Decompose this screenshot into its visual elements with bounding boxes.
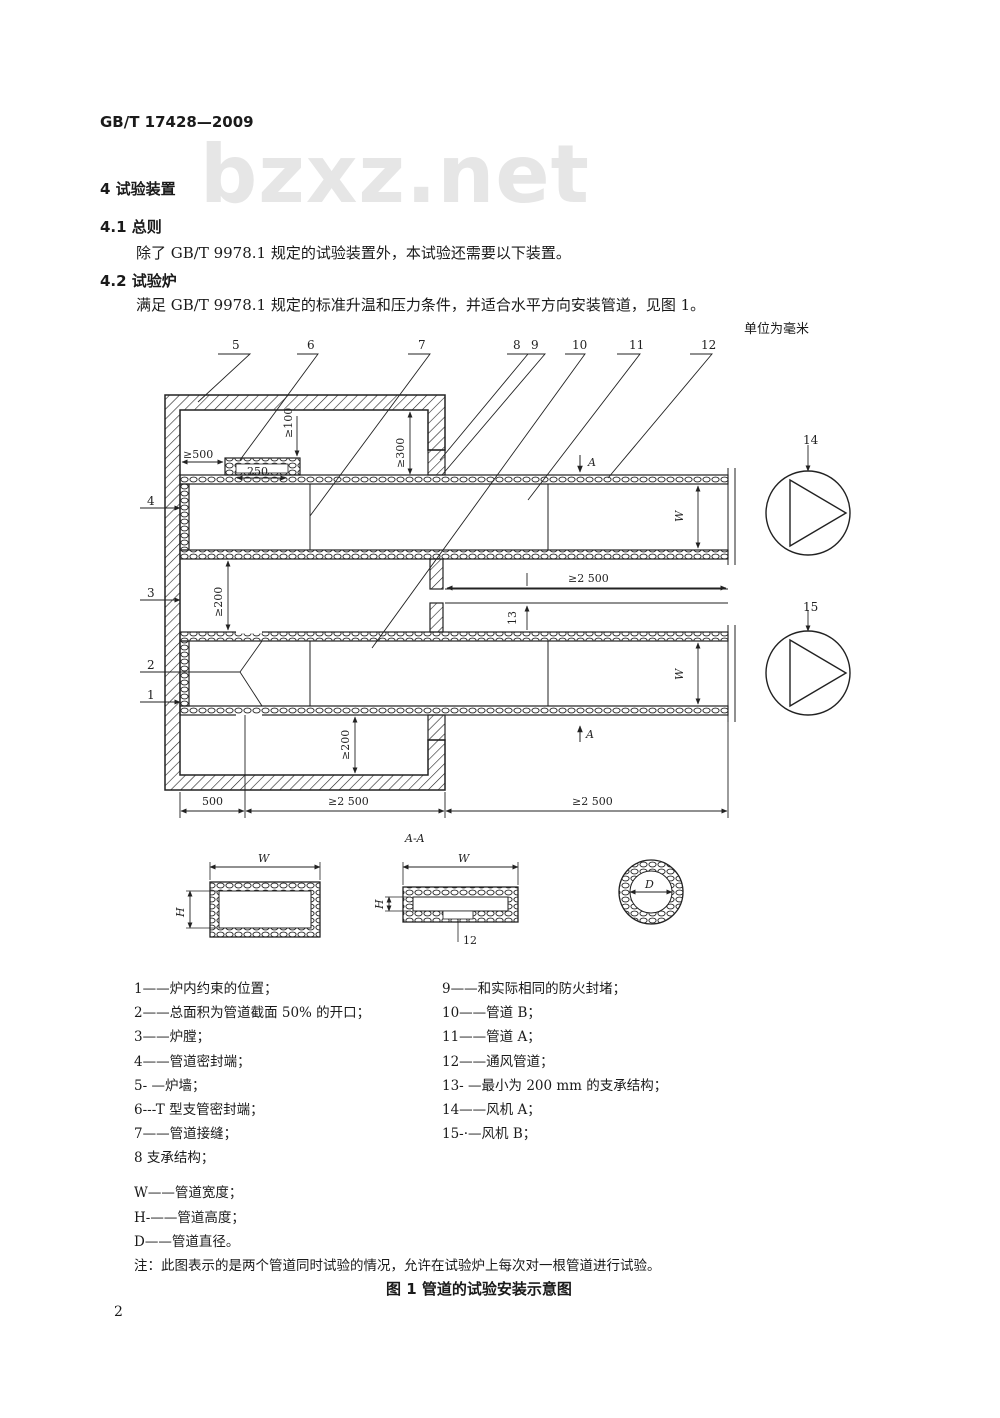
section-mark-top: A <box>587 456 596 469</box>
callout-6: 6 <box>307 338 315 352</box>
svg-text:D: D <box>644 878 654 891</box>
symbol-list: W——管道宽度； H-——管道高度； D——管道直径。 <box>134 1181 245 1255</box>
callout-15: 15 <box>803 600 818 614</box>
symbol-item: W——管道宽度； <box>134 1185 243 1201</box>
legend-item: 4——管道密封端； <box>134 1053 251 1070</box>
callout-14: 14 <box>803 433 819 447</box>
legend-item: 8 支承结构； <box>134 1150 215 1167</box>
callout-1: 1 <box>147 688 155 702</box>
subsection-4-1-text: 除了 GB/T 9978.1 规定的试验装置外，本试验还需要以下装置。 <box>136 244 571 262</box>
duct-b <box>179 630 729 717</box>
dim-2500-outside: ≥2 500 <box>572 795 613 808</box>
figure-1-drawing: 5 6 7 8 9 10 11 12 4 3 2 1 14 15 ≥500 25… <box>140 338 851 947</box>
dimension-lines <box>179 411 729 818</box>
legend-item: 3——炉膛； <box>134 1029 211 1046</box>
legend-item: 15-·—风机 B； <box>442 1126 537 1143</box>
flat-duct-section: W H 12 <box>373 852 519 947</box>
watermark: bzxz.net <box>200 128 590 221</box>
legend-item: 14——风机 A； <box>442 1102 541 1119</box>
legend-item: 11——管道 A； <box>442 1029 541 1046</box>
svg-text:W: W <box>258 852 271 865</box>
section-callout-12: 12 <box>463 934 477 947</box>
dim-100: ≥100 <box>282 408 295 438</box>
legend-item: 9——和实际相同的防火封堵； <box>442 981 627 997</box>
callout-8: 8 <box>513 338 521 352</box>
legend-item: 2——总面积为管道截面 50% 的开口； <box>134 1005 371 1022</box>
dim-200-bot: ≥200 <box>339 730 352 760</box>
standard-number: GB/T 17428—2009 <box>100 113 254 131</box>
figure-note: 注：此图表示的是两个管道同时试验的情况，允许在试验炉上每次对一根管道进行试验。 <box>134 1258 661 1274</box>
dim-200-mid: ≥200 <box>212 587 225 617</box>
legend-right: 9——和实际相同的防火封堵； 10——管道 B； 11——管道 A； 12——通… <box>442 977 667 1146</box>
section-a-a-label: A-A <box>404 832 425 845</box>
fire-stopping-and-supports <box>427 449 728 741</box>
subsection-4-2-title: 4.2 试验炉 <box>100 272 177 290</box>
dim-w-a: W <box>673 509 686 522</box>
legend-left: 1——炉内约束的位置； 2——总面积为管道截面 50% 的开口； 3——炉膛； … <box>134 977 370 1171</box>
duct-a <box>179 474 729 560</box>
fan-b-icon <box>765 630 851 716</box>
symbol-item: D——管道直径。 <box>134 1234 240 1250</box>
symbol-item: H-——管道高度； <box>134 1209 245 1226</box>
legend-item: 10——管道 B； <box>442 1005 541 1022</box>
break-lines <box>727 468 736 722</box>
unit-note: 单位为毫米 <box>744 322 810 337</box>
svg-text:W: W <box>458 852 471 865</box>
legend-item: 12——通风管道； <box>442 1053 554 1070</box>
figure-caption: 图 1 管道的试验安装示意图 <box>386 1280 572 1298</box>
legend-item: 7——管道接缝； <box>134 1126 238 1143</box>
t-branch-inner <box>235 463 289 474</box>
callout-7: 7 <box>418 338 426 352</box>
subsection-4-2-text: 满足 GB/T 9978.1 规定的标准升温和压力条件，并适合水平方向安装管道，… <box>136 296 706 314</box>
rect-duct-section: W H <box>174 852 321 938</box>
dim-13: 13 <box>506 611 519 625</box>
svg-text:H: H <box>373 899 386 910</box>
dim-250: 250 <box>247 465 268 478</box>
callout-10: 10 <box>572 338 587 352</box>
page-number: 2 <box>114 1304 123 1320</box>
fan-a-icon <box>765 470 851 556</box>
legend-item: 6---T 型支管密封端； <box>134 1102 264 1119</box>
svg-text:H: H <box>174 907 187 918</box>
callout-5: 5 <box>232 338 240 352</box>
dim-500-top: ≥500 <box>183 448 213 461</box>
leader-lines <box>140 353 811 707</box>
legend-item: 13- —最小为 200 mm 的支承结构； <box>442 1077 668 1094</box>
legend-item: 5- —炉墙； <box>134 1077 206 1094</box>
callout-4: 4 <box>147 494 155 508</box>
dim-2500-middle: ≥2 500 <box>568 572 609 585</box>
subsection-4-1-title: 4.1 总则 <box>100 218 162 236</box>
dim-w-b: W <box>673 667 686 680</box>
section-heading: 4 试验装置 <box>100 180 176 198</box>
callout-9: 9 <box>531 338 539 352</box>
callout-3: 3 <box>147 586 155 600</box>
round-duct-section: D <box>618 859 684 925</box>
callout-2: 2 <box>147 658 155 672</box>
dim-300: ≥300 <box>394 438 407 468</box>
dim-2500-furnace: ≥2 500 <box>328 795 369 808</box>
legend-item: 1——炉内约束的位置； <box>134 981 278 997</box>
dim-500-bottom: 500 <box>202 795 223 808</box>
section-mark-bottom: A <box>585 728 594 741</box>
callout-12: 12 <box>701 338 716 352</box>
callout-11: 11 <box>629 338 644 352</box>
